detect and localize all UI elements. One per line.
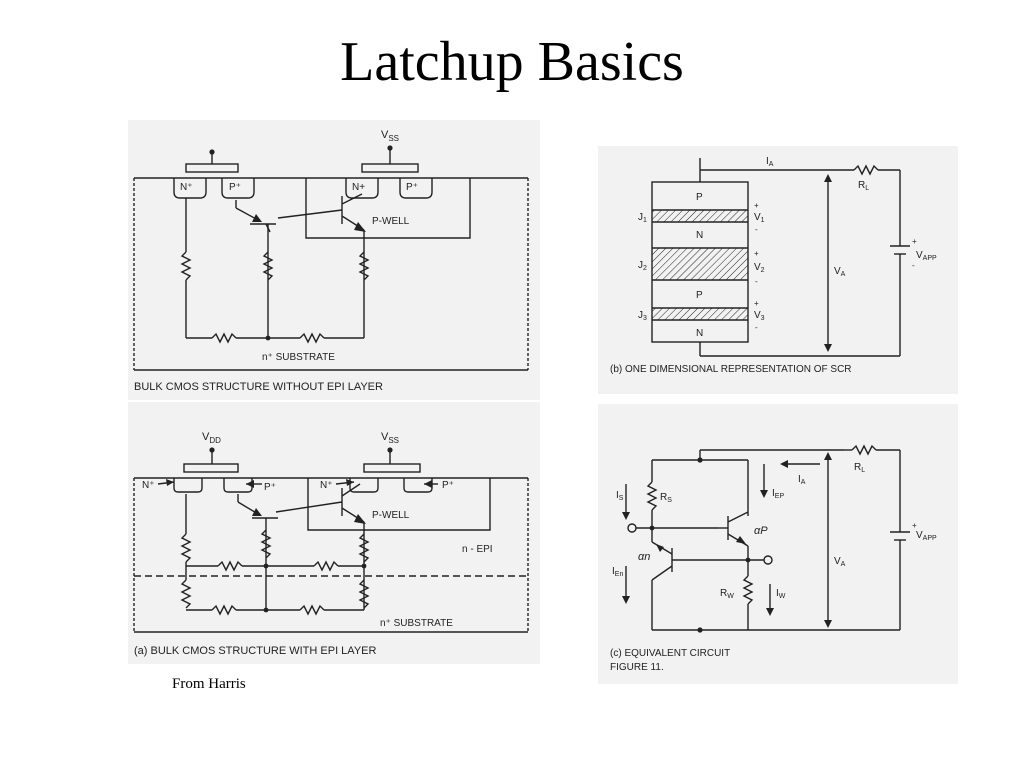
pwell-label-epi: P-WELL — [372, 510, 410, 521]
ia-label: IA — [766, 156, 774, 168]
pplus-label-epi: P⁺ — [264, 482, 276, 493]
figure-scr-1d: P N P N J1 J2 J3 + V1 - + V2 - + V3 - IA… — [598, 146, 958, 394]
figure-number: FIGURE 11. — [610, 662, 664, 673]
ia-label-equiv: IA — [798, 474, 806, 486]
figure-bulk-cmos-no-epi: VSS N⁺ P⁺ N+ P⁺ P-WELL n⁺ SUBSTRATE BULK… — [128, 120, 540, 400]
nplus-label-epi: N⁺ — [142, 480, 155, 491]
diagram-equivalent-circuit: IS RS IA IEP αP αn IEn RW IW RL VA + VAP… — [610, 444, 937, 673]
rl-label-equiv: RL — [854, 462, 865, 474]
v3-plus: + — [754, 299, 759, 308]
junction-j2: J2 — [638, 260, 647, 272]
diagram-bulk-cmos-epi: VDD VSS N⁺ P⁺ N⁺ P⁺ P-WELL n - EPI n⁺ SU… — [133, 431, 529, 657]
layer-p2: P — [696, 290, 703, 301]
pplus-label: P⁺ — [229, 182, 241, 193]
rl-label: RL — [858, 180, 869, 192]
diagram-bulk-cmos-no-epi: VSS N⁺ P⁺ N+ P⁺ P-WELL n⁺ SUBSTRATE BULK… — [133, 129, 529, 393]
vapp-plus: + — [912, 237, 917, 246]
vapp-label: VAPP — [916, 250, 937, 262]
alpha-p-label: αP — [754, 525, 768, 537]
nplus-well-label: N+ — [352, 182, 365, 193]
junction-j1: J1 — [638, 212, 647, 224]
layer-n2: N — [696, 328, 703, 339]
va-label: VA — [834, 266, 846, 278]
va-label-equiv: VA — [834, 556, 846, 568]
pplus-well-label-epi: P⁺ — [442, 480, 454, 491]
figure-caption-b: (b) ONE DIMENSIONAL REPRESENTATION OF SC… — [610, 364, 852, 375]
layer-p1: P — [696, 192, 703, 203]
v2-plus: + — [754, 249, 759, 258]
is-label: IS — [616, 490, 624, 502]
v2-minus: - — [755, 277, 758, 286]
figure-equivalent-circuit: IS RS IA IEP αP αn IEn RW IW RL VA + VAP… — [598, 404, 958, 684]
vss-label-epi: VSS — [381, 431, 399, 445]
slide-title: Latchup Basics — [340, 31, 684, 93]
v1-minus: - — [755, 225, 758, 234]
v3-minus: - — [755, 323, 758, 332]
vapp-minus: - — [912, 261, 915, 270]
vss-label: VSS — [381, 129, 399, 143]
voltage-v3: V3 — [754, 310, 765, 322]
nplus-well-label-epi: N⁺ — [320, 480, 333, 491]
nplus-label: N⁺ — [180, 182, 193, 193]
voltage-v2: V2 — [754, 262, 765, 274]
nepi-label: n - EPI — [462, 544, 493, 555]
v1-plus: + — [754, 201, 759, 210]
pplus-well-label: P⁺ — [406, 182, 418, 193]
pwell-label: P-WELL — [372, 216, 410, 227]
voltage-v1: V1 — [754, 212, 765, 224]
figure-caption-c: (c) EQUIVALENT CIRCUIT — [610, 648, 730, 659]
credit-text: From Harris — [172, 676, 246, 692]
rw-label: RW — [720, 588, 734, 600]
alpha-n-label: αn — [638, 551, 650, 563]
vdd-label: VDD — [202, 431, 221, 445]
diagram-scr-1d: P N P N J1 J2 J3 + V1 - + V2 - + V3 - IA… — [610, 156, 937, 375]
vapp-plus-equiv: + — [912, 521, 917, 530]
iep-label: IEP — [772, 488, 784, 500]
rs-label: RS — [660, 492, 672, 504]
junction-j3: J3 — [638, 310, 647, 322]
figure-caption-a: (a) BULK CMOS STRUCTURE WITH EPI LAYER — [134, 645, 376, 657]
vapp-label-equiv: VAPP — [916, 530, 937, 542]
figure-caption-top: BULK CMOS STRUCTURE WITHOUT EPI LAYER — [134, 381, 383, 393]
ien-label: IEn — [612, 566, 623, 578]
substrate-label-epi: n⁺ SUBSTRATE — [380, 618, 453, 629]
layer-n1: N — [696, 230, 703, 241]
iw-label: IW — [776, 588, 786, 600]
substrate-label: n⁺ SUBSTRATE — [262, 352, 335, 363]
figure-bulk-cmos-epi: VDD VSS N⁺ P⁺ N⁺ P⁺ P-WELL n - EPI n⁺ SU… — [128, 402, 540, 664]
